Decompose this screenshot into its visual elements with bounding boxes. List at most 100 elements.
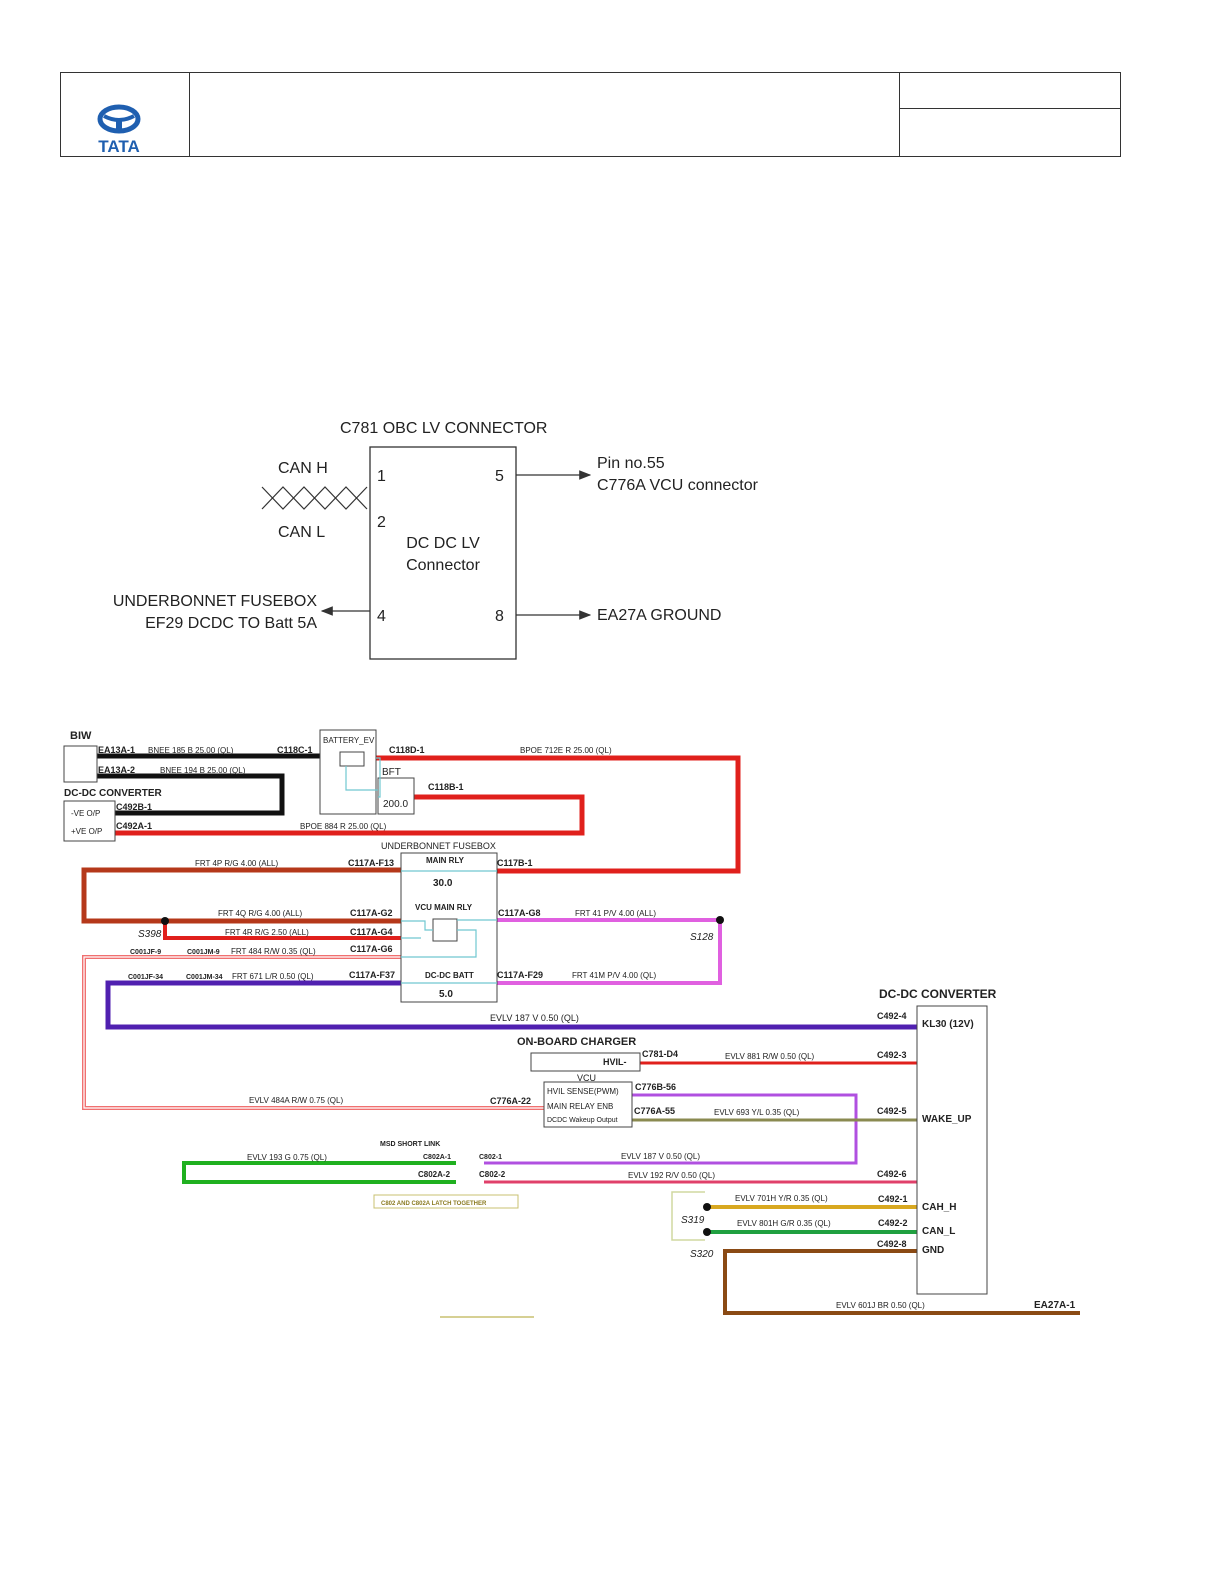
wire-label-evlv187b: EVLV 187 V 0.50 (QL) — [621, 1152, 700, 1161]
battery-ev-box — [319, 729, 377, 815]
label-dcdc-batt: DC-DC BATT — [425, 971, 474, 980]
hvil-box — [530, 1052, 641, 1072]
pin4-target-line2: EF29 DCDC TO Batt 5A — [145, 615, 317, 632]
wire-frt4r — [163, 921, 401, 940]
splice-s319a — [703, 1203, 711, 1211]
label-biw: BIW — [70, 730, 92, 742]
label-s320: S320 — [690, 1249, 714, 1260]
conn-c117ag2: C117A-G2 — [350, 908, 393, 918]
conn-c001jm9: C001JM-9 — [187, 949, 220, 956]
conn-c781d4: C781-D4 — [642, 1049, 678, 1059]
label-hvil-sense: HVIL SENSE(PWM) — [547, 1087, 619, 1096]
wire-label-evlv601j: EVLV 601J BR 0.50 (QL) — [836, 1301, 925, 1310]
box-label-line1: DC DC LV — [406, 535, 480, 552]
wire-label-frt4r: FRT 4R R/G 2.50 (ALL) — [225, 928, 309, 937]
wire-label-evlv881: EVLV 881 R/W 0.50 (QL) — [725, 1052, 815, 1061]
label-bft: BFT — [382, 767, 401, 778]
connector-block-diagram: C781 OBC LV CONNECTOR DC DC LV Connector… — [113, 420, 759, 660]
wire-label-bpoe712e: BPOE 712E R 25.00 (QL) — [520, 746, 612, 755]
conn-c776a22: C776A-22 — [490, 1096, 531, 1106]
label-underbonnet: UNDERBONNET FUSEBOX — [381, 841, 496, 851]
label-s398: S398 — [138, 929, 162, 940]
pin4-target-line1: UNDERBONNET FUSEBOX — [113, 593, 318, 610]
latch-note-box — [373, 1194, 519, 1209]
dcdc-lv-connector-box — [369, 446, 517, 660]
conn-c492a1: C492A-1 — [116, 821, 152, 831]
wire-evlv601j — [723, 1249, 1080, 1315]
label-wake-up: WAKE_UP — [922, 1114, 972, 1125]
conn-c117ag6: C117A-G6 — [350, 944, 393, 954]
conn-c4928: C492-8 — [877, 1239, 907, 1249]
pin-8: 8 — [495, 608, 504, 625]
tata-emblem-icon — [97, 104, 141, 134]
wire-label-frt484: FRT 484 R/W 0.35 (QL) — [231, 947, 316, 956]
wire-bnee194 — [97, 773, 285, 816]
conn-c117ag4: C117A-G4 — [350, 927, 393, 937]
wire-label-frt4p: FRT 4P R/G 4.00 (ALL) — [195, 859, 278, 868]
label-ve-minus: -VE O/P — [71, 809, 100, 818]
header-title-cell — [189, 72, 900, 157]
conn-ea13a2: EA13A-2 — [98, 765, 135, 775]
biw-box — [63, 745, 98, 783]
conn-c117af29: C117A-F29 — [497, 970, 543, 980]
pin-4: 4 — [377, 608, 386, 625]
label-s319: S319 — [681, 1215, 705, 1226]
header-right-top-cell — [899, 72, 1121, 109]
wire-label-evlv701h: EVLV 701H Y/R 0.35 (QL) — [735, 1194, 828, 1203]
can-twisted-pair — [261, 486, 368, 510]
conn-c4924: C492-4 — [877, 1011, 907, 1021]
conn-c802a2: C802A-2 — [418, 1170, 451, 1179]
wire-evlv193 — [182, 1161, 456, 1184]
conn-c001jf9: C001JF-9 — [130, 949, 161, 956]
wire-frt484-inner — [83, 956, 544, 1109]
conn-c118d1: C118D-1 — [389, 745, 425, 755]
conn-c118b1: C118B-1 — [428, 782, 464, 792]
fusebox-internal-traces — [345, 757, 497, 984]
label-vcu-main-rly: VCU MAIN RLY — [415, 903, 473, 912]
conn-c802a1: C802A-1 — [423, 1154, 451, 1161]
label-dcdc-left: DC-DC CONVERTER — [64, 788, 163, 799]
conn-c4925: C492-5 — [877, 1106, 907, 1116]
conn-c001jm34: C001JM-34 — [186, 974, 223, 981]
wiring-schematic: BIW BATTERY_EV BFT 200.0 DC-DC CONVERTER… — [63, 729, 1080, 1318]
label-dcdc-wakeup: DCDC Wakeup Output — [547, 1117, 618, 1124]
conn-c4926: C492-6 — [877, 1169, 907, 1179]
dcdc-right-box — [916, 1005, 988, 1295]
wire-label-bnee185: BNEE 185 B 25.00 (QL) — [148, 746, 234, 755]
label-obc: ON-BOARD CHARGER — [517, 1036, 636, 1048]
wire-label-bpoe884: BPOE 884 R 25.00 (QL) — [300, 822, 387, 831]
wire-frt671 — [105, 980, 917, 1030]
wire-label-evlv192: EVLV 192 R/V 0.50 (QL) — [628, 1171, 715, 1180]
label-bft-value: 200.0 — [383, 799, 408, 810]
conn-c8021: C802-1 — [479, 1154, 502, 1161]
can-h-label: CAN H — [278, 460, 328, 477]
bft-box — [377, 777, 415, 815]
wire-label-evlv693: EVLV 693 Y/L 0.35 (QL) — [714, 1108, 800, 1117]
pin-2: 2 — [377, 514, 386, 531]
pin-5: 5 — [495, 468, 504, 485]
wire-evlv187-vcu — [484, 1093, 858, 1165]
splice-s319b — [703, 1228, 711, 1236]
conn-c001jf34: C001JF-34 — [128, 974, 163, 981]
vcu-box — [543, 1081, 633, 1128]
wire-label-evlv801h: EVLV 801H G/R 0.35 (QL) — [737, 1219, 831, 1228]
can-l-label: CAN L — [278, 524, 325, 541]
wire-label-bnee194: BNEE 194 B 25.00 (QL) — [160, 766, 246, 775]
wire-label-frt41: FRT 41 P/V 4.00 (ALL) — [575, 909, 656, 918]
pin8-target: EA27A GROUND — [597, 607, 721, 624]
label-battery-ev: BATTERY_EV — [323, 736, 375, 745]
pin5-target-line1: Pin no.55 — [597, 455, 665, 472]
label-ve-plus: +VE O/P — [71, 827, 102, 836]
underbonnet-box — [400, 852, 498, 1003]
wire-label-evlv193: EVLV 193 G 0.75 (QL) — [247, 1153, 327, 1162]
pin5-target-line2: C776A VCU connector — [597, 477, 759, 494]
label-s128: S128 — [690, 932, 714, 943]
label-main-relay-enb: MAIN RELAY ENB — [547, 1102, 613, 1111]
pin-1: 1 — [377, 468, 386, 485]
conn-ea13a1: EA13A-1 — [98, 745, 135, 755]
wire-label-frt41m: FRT 41M P/V 4.00 (QL) — [572, 971, 657, 980]
label-dcdc-right: DC-DC CONVERTER — [879, 987, 997, 1001]
conn-c4923: C492-3 — [877, 1050, 907, 1060]
wire-s319-bracket — [671, 1191, 705, 1241]
